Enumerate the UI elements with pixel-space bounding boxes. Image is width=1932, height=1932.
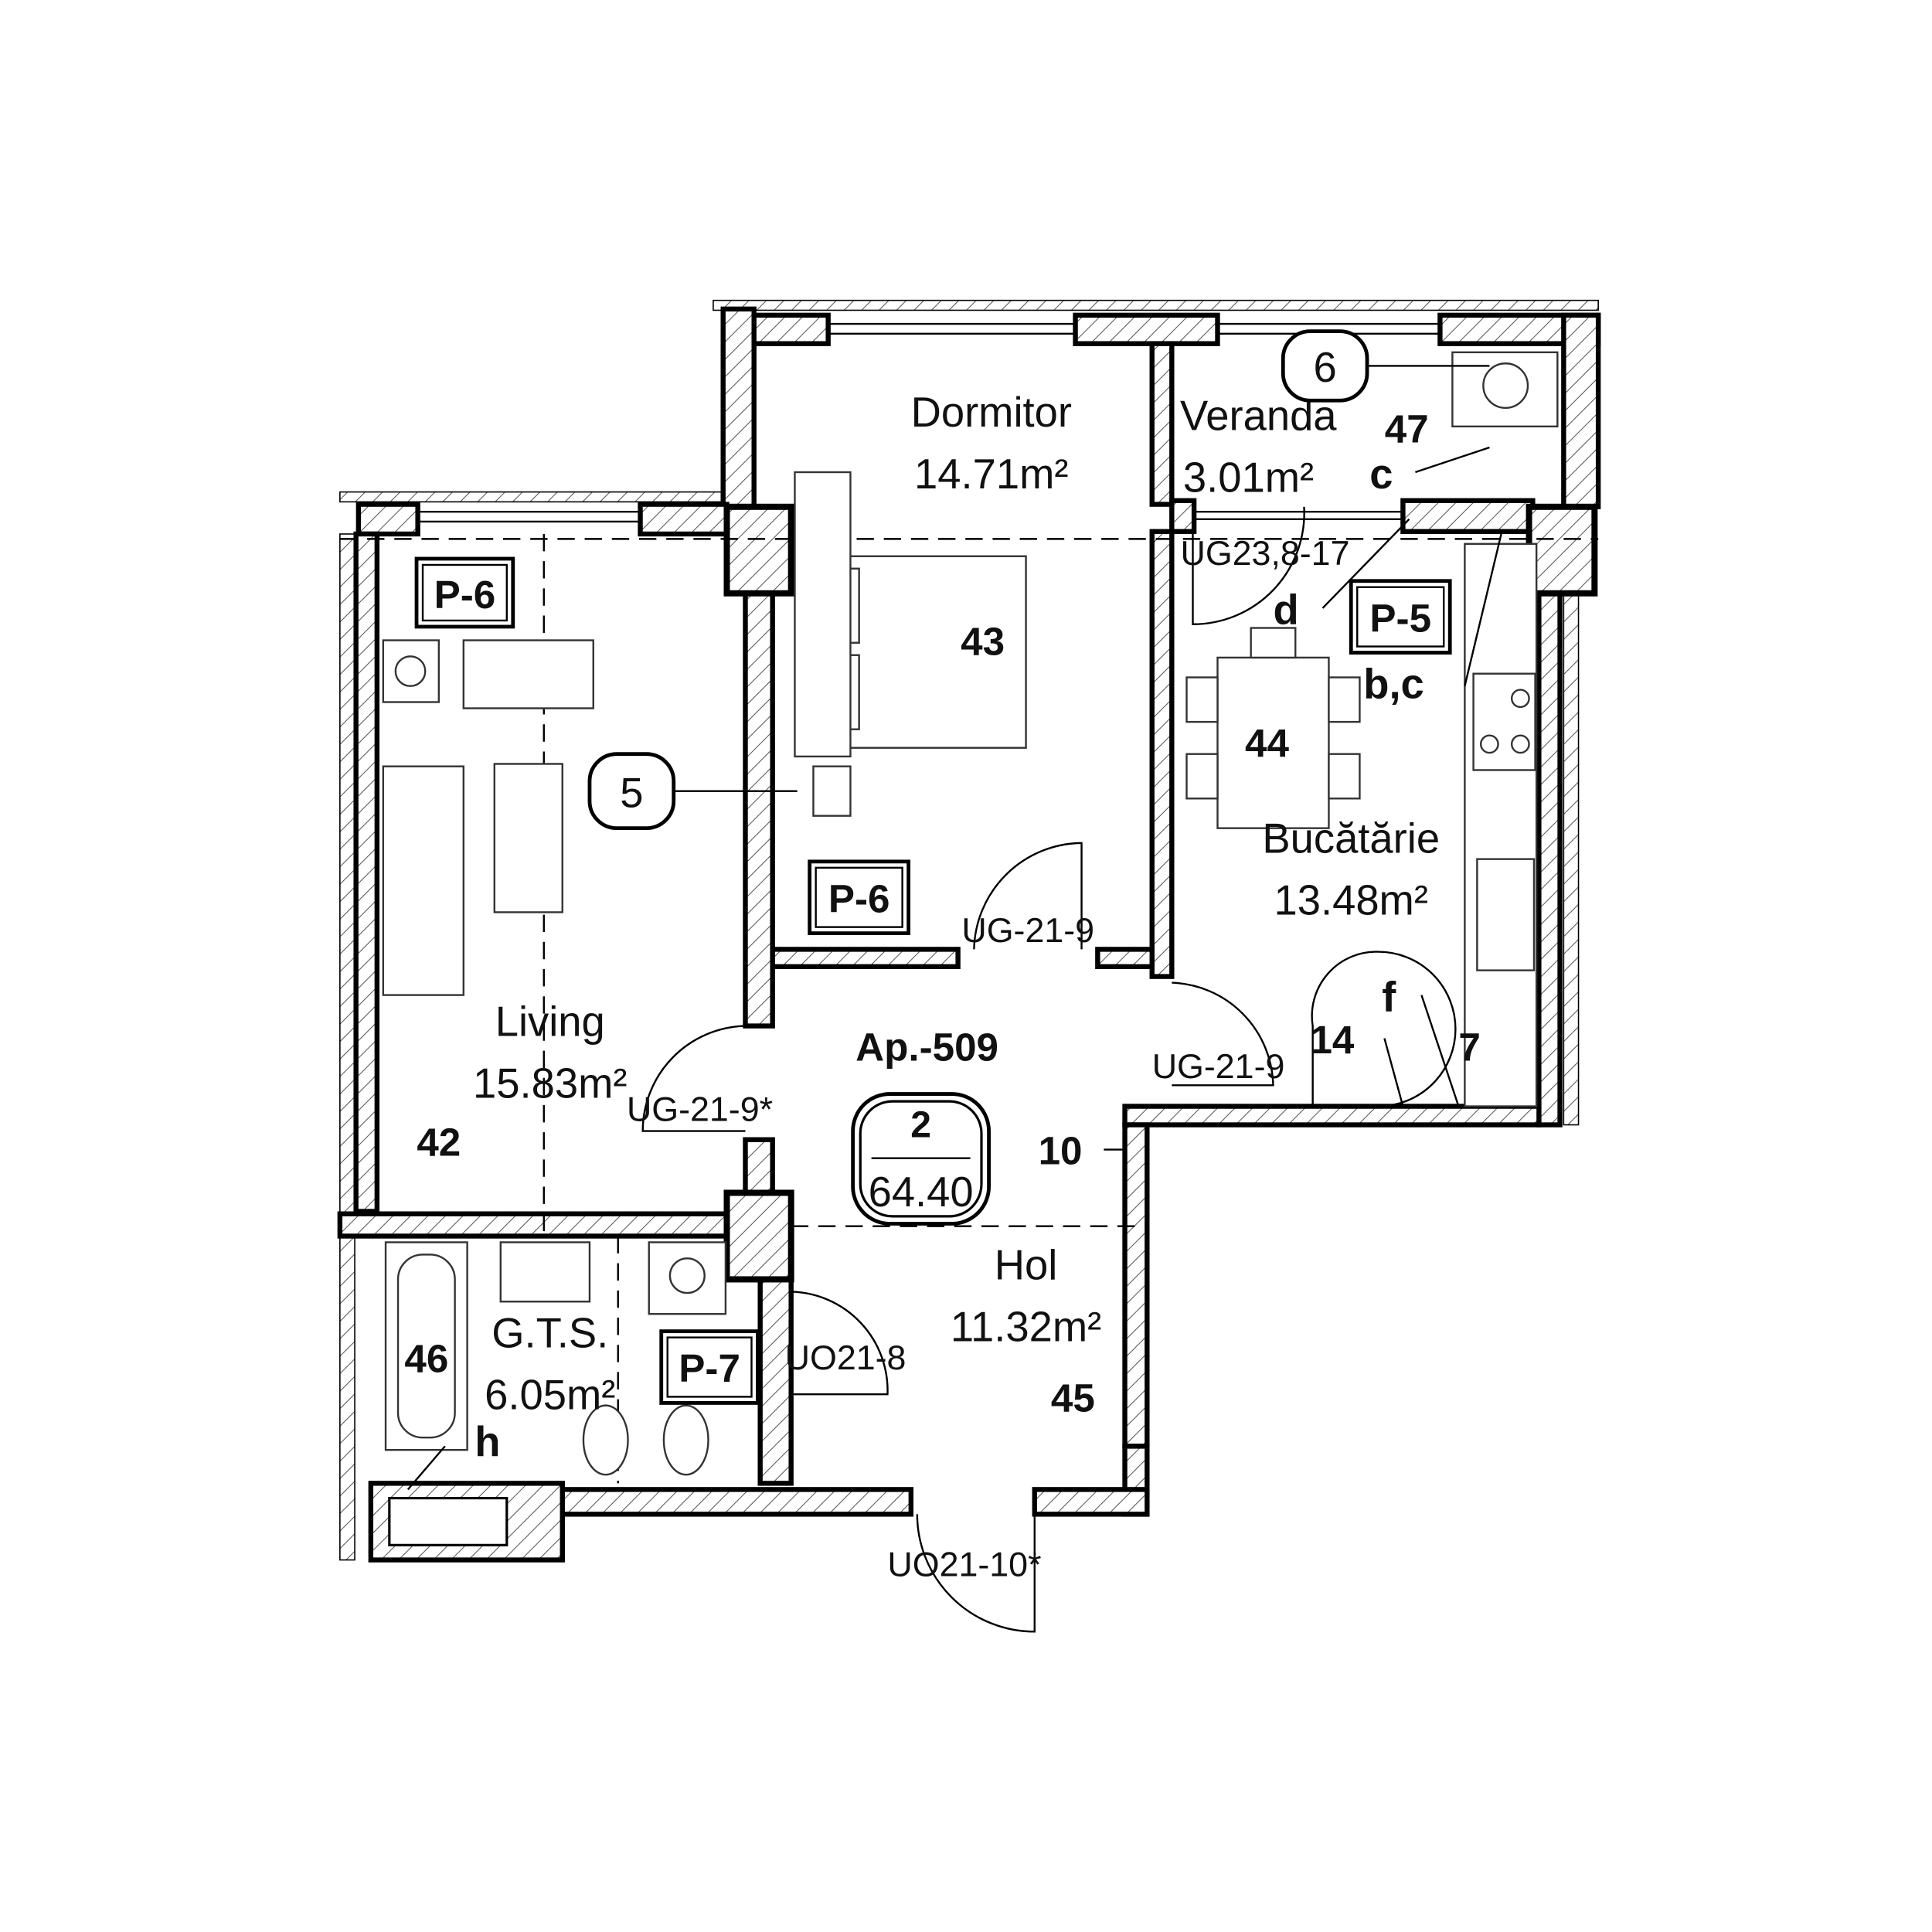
room-area: 6.05m² [485, 1371, 615, 1418]
room-name: G.T.S. [492, 1309, 608, 1356]
room-area: 11.32m² [951, 1303, 1101, 1350]
door-label: UG23,8-17 [1181, 534, 1350, 573]
callouts: 5 6 [587, 329, 1369, 831]
room-area: 14.71m² [914, 451, 1068, 498]
doors [641, 506, 1457, 1633]
marker: d [1273, 587, 1298, 634]
room-gts: G.T.S. 6.05m² 46 [404, 1309, 615, 1418]
room-area: 3.01m² [1183, 454, 1314, 502]
room-dormitor: Dormitor 14.71m² 43 [911, 389, 1072, 664]
door-label: UG-21-9 [961, 911, 1094, 950]
marker: h [474, 1418, 500, 1465]
marker: 7 [1458, 1025, 1480, 1069]
marker: b,c [1363, 661, 1424, 708]
marker: 14 [1310, 1018, 1354, 1062]
apartment-badge: Ap.-509 2 64.40 [851, 1025, 998, 1226]
marker: 10 [1039, 1129, 1083, 1173]
door-label: UO21-8 [785, 1338, 906, 1377]
total-area: 64.40 [869, 1168, 974, 1216]
door-label: UO21-10* [887, 1545, 1041, 1583]
room-name: Hol [995, 1241, 1058, 1288]
door-label: UG-21-9* [627, 1090, 773, 1129]
door-labels: UG23,8-17 UG-21-9 UG-21-9* UG-21-9 UO21-… [627, 534, 1350, 1583]
room-area: 13.48m² [1274, 877, 1427, 924]
finish-tag: P-6 [828, 876, 890, 920]
door-label: UG-21-9 [1152, 1047, 1285, 1086]
room-name: Dormitor [911, 389, 1072, 436]
finish-tags: P-6 P-6 P-5 P-7 [414, 556, 1452, 1405]
leaders [406, 365, 1503, 1491]
wardrobe [794, 471, 852, 758]
callout-number: 5 [620, 769, 643, 816]
room-veranda: Veranda 3.01m² 47 [1180, 393, 1429, 502]
room-area: 15.83m² [473, 1060, 627, 1107]
callout-number: 6 [1314, 344, 1337, 391]
washbasin [499, 1241, 591, 1303]
room-number: 43 [961, 620, 1005, 664]
marker: c [1369, 451, 1393, 498]
kitchen-counter [1464, 543, 1538, 1107]
armchair [462, 639, 594, 709]
finish-tag: P-7 [679, 1346, 740, 1390]
room-number: 45 [1051, 1376, 1095, 1420]
room-bucatarie: Bucătărie 13.48m² 44 [1245, 721, 1440, 924]
sink [1476, 858, 1536, 971]
finish-tag: P-6 [434, 573, 496, 617]
bidet [662, 1404, 709, 1476]
finish-tag: P-5 [1369, 596, 1431, 640]
rooms-count: 2 [910, 1105, 931, 1146]
walls [337, 306, 1601, 1563]
marker: f [1382, 973, 1396, 1020]
room-hol: Hol 11.32m² 45 [951, 1241, 1101, 1420]
toilet [582, 1404, 629, 1476]
markers: c d b,c f h 14 7 10 [474, 451, 1481, 1465]
apartment-label: Ap.-509 [855, 1025, 998, 1069]
room-living: Living 15.83m² 42 [417, 998, 627, 1164]
windows [417, 322, 1440, 523]
room-name: Living [495, 998, 605, 1045]
coffee-table [493, 763, 563, 913]
furniture [382, 351, 1559, 1476]
room-number: 46 [404, 1336, 448, 1380]
room-name: Bucătărie [1262, 815, 1440, 862]
sofa [382, 765, 465, 996]
stove [1472, 672, 1536, 771]
room-number: 44 [1245, 721, 1289, 765]
room-number: 47 [1385, 407, 1429, 451]
room-number: 42 [417, 1121, 461, 1165]
